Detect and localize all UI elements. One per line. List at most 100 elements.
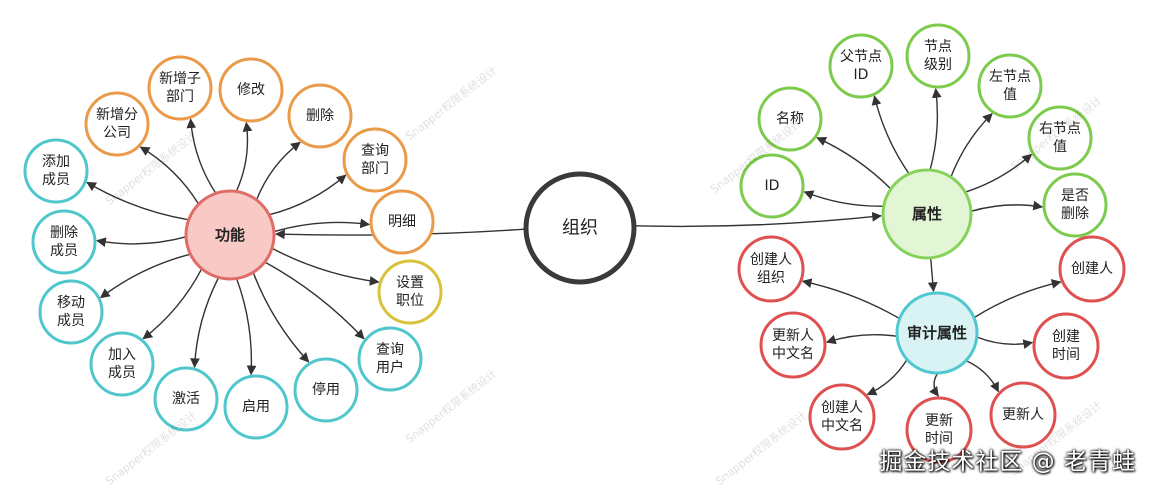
edge-attributes-to-item-5 <box>964 153 1033 193</box>
function-item-4: 删除 <box>287 83 353 149</box>
edge-function-to-item-8 <box>264 261 365 340</box>
function-item-4-label: 删除 <box>306 108 334 124</box>
audit-item-6-label: 中文名 <box>772 346 814 362</box>
attribute-item-5-label: 值 <box>1053 139 1067 155</box>
function-item-0-label: 成员 <box>42 172 70 188</box>
attribute-item-6-circle <box>1042 172 1108 238</box>
edge-function-to-item-14 <box>96 236 187 247</box>
function-item-10: 启用 <box>223 374 289 440</box>
function-item-6-circle <box>369 189 435 255</box>
attributes-node-circle <box>881 168 973 260</box>
attributes-node-label: 属性 <box>912 205 942 223</box>
function-item-5-label: 查询 <box>361 143 389 159</box>
audit-item-6-circle <box>759 311 827 379</box>
function-item-5-circle <box>342 127 408 193</box>
function-item-6-label: 明细 <box>388 214 416 230</box>
attribute-item-2-label: 父节点 <box>840 49 882 65</box>
function-item-0-label: 添加 <box>42 154 70 170</box>
function-item-12-label: 成员 <box>108 365 136 381</box>
audit-item-1-label: 创建人 <box>1071 261 1113 277</box>
edge-function-to-item-13 <box>99 253 191 299</box>
function-item-9-label: 停用 <box>312 381 340 398</box>
function-item-13-label: 移动 <box>57 295 85 311</box>
attribute-item-3-circle <box>905 23 971 89</box>
audit-item-3-label: 更新人 <box>1002 407 1044 423</box>
function-item-0-circle <box>23 138 89 204</box>
edge-attributes-to-item-3 <box>929 87 942 171</box>
edge-audit-to-item-0 <box>801 278 901 320</box>
edge-attributes-to-audit <box>927 257 938 293</box>
audit-node-circle <box>895 291 979 375</box>
attribute-item-1-circle <box>757 86 823 152</box>
attribute-item-3-label: 节点 <box>924 39 952 55</box>
audit-item-2-label: 时间 <box>1052 347 1080 363</box>
attribute-item-4-circle <box>977 53 1043 119</box>
function-item-8-label: 用户 <box>376 359 404 376</box>
footer-credit: 掘金技术社区 @ 老青蛙 <box>879 449 1136 475</box>
audit-item-4-circle <box>905 396 973 464</box>
function-item-10-circle <box>223 374 289 440</box>
edge-audit-to-item-1 <box>973 279 1062 319</box>
function-item-3-circle <box>218 57 284 123</box>
audit-item-2-label: 创建 <box>1052 329 1080 345</box>
audit-item-5-label: 创建人 <box>821 400 863 416</box>
edge-audit-to-item-3 <box>965 359 1000 393</box>
attribute-item-6-label: 删除 <box>1061 206 1089 222</box>
attribute-item-0-circle <box>739 153 805 219</box>
function-item-4-circle <box>287 83 353 149</box>
function-node: 功能 <box>184 189 276 281</box>
attribute-item-5-circle <box>1027 105 1093 171</box>
audit-item-6-label: 更新人 <box>772 328 814 344</box>
function-item-2-label: 部门 <box>166 89 194 105</box>
function-item-9: 停用 <box>293 357 359 423</box>
edge-audit-to-item-4 <box>929 372 939 397</box>
center-node-label: 组织 <box>562 218 598 239</box>
function-item-1-label: 公司 <box>103 125 131 141</box>
attribute-item-5-label: 右节点 <box>1039 121 1081 137</box>
audit-item-5-circle <box>808 383 876 451</box>
function-item-14-label: 删除 <box>50 225 78 241</box>
audit-item-0-circle <box>737 235 805 303</box>
function-item-1-label: 新增分 <box>96 107 138 123</box>
edge-attributes-to-item-6 <box>970 200 1044 213</box>
function-item-5-label: 部门 <box>361 161 389 177</box>
attribute-item-4-label: 左节点 <box>989 69 1031 85</box>
edge-function-to-item-4 <box>255 141 301 201</box>
function-item-14-label: 成员 <box>50 243 78 259</box>
function-item-11-circle <box>153 366 219 432</box>
function-item-2-circle <box>147 55 213 121</box>
edge-function-to-item-9 <box>252 272 310 363</box>
edge-function-to-item-2 <box>186 118 217 194</box>
function-item-7-circle <box>377 259 443 325</box>
attribute-item-6-label: 是否 <box>1061 188 1089 204</box>
edge-attributes-to-item-4 <box>950 112 993 178</box>
edge-audit-to-item-5 <box>866 359 908 396</box>
audit-node: 审计属性 <box>895 291 979 375</box>
center-node-circle <box>523 171 637 285</box>
function-item-8-label: 查询 <box>376 342 404 358</box>
edge-function-to-item-10 <box>235 278 257 376</box>
edges-layer <box>86 87 1062 397</box>
edge-function-to-item-7 <box>271 247 380 286</box>
audit-item-3-circle <box>989 381 1057 449</box>
audit-item-4-label: 更新 <box>925 413 953 429</box>
function-item-6: 明细 <box>369 189 435 255</box>
function-item-12-circle <box>89 331 155 397</box>
edge-function-to-item-5 <box>268 174 347 216</box>
edge-attributes-to-item-2 <box>871 95 910 175</box>
function-node-label: 功能 <box>215 226 245 244</box>
edge-function-to-item-0 <box>86 181 189 221</box>
audit-item-4-label: 时间 <box>925 431 953 447</box>
